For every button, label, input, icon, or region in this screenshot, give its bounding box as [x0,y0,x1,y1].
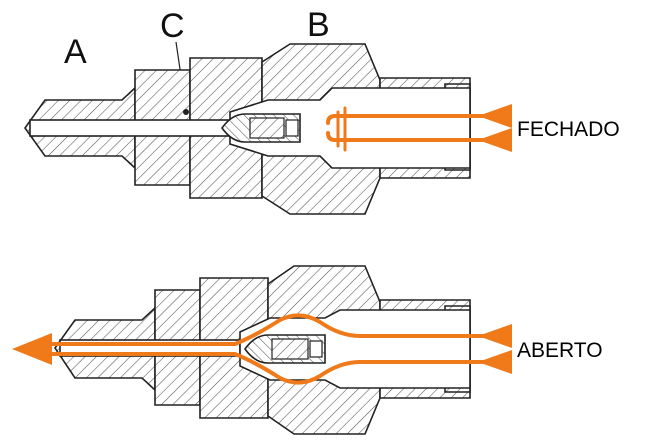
flow-closed [326,104,512,152]
label-part-a: A [64,33,87,71]
poppet-cap-open [309,340,323,358]
flow-line-open-lower [38,352,512,385]
valve-open [12,265,512,435]
bore-a-closed [29,119,231,137]
flow-line-open-upper [38,313,512,346]
marker-dot-c [183,109,189,115]
poppet-cap-closed [285,119,299,137]
poppet-spring-closed [249,117,285,139]
label-part-c: C [160,7,185,45]
chamber-b-closed [229,87,471,169]
flow-line-closed-upper [326,114,512,125]
label-state-closed: FECHADO [517,118,620,141]
label-part-b: B [307,6,330,44]
flow-arrow-closed-upper [478,104,512,128]
label-state-open: ABERTO [517,339,603,362]
poppet-spring-open [271,338,309,360]
flow-open [12,313,512,385]
flow-arrow-open-in-upper [478,324,512,348]
flow-arrow-open-in-lower [478,350,512,374]
flow-arrow-closed-lower [478,128,512,152]
valve-closed [24,43,512,215]
flow-arrow-open-out [12,333,52,365]
flow-line-closed-lower [326,131,512,142]
